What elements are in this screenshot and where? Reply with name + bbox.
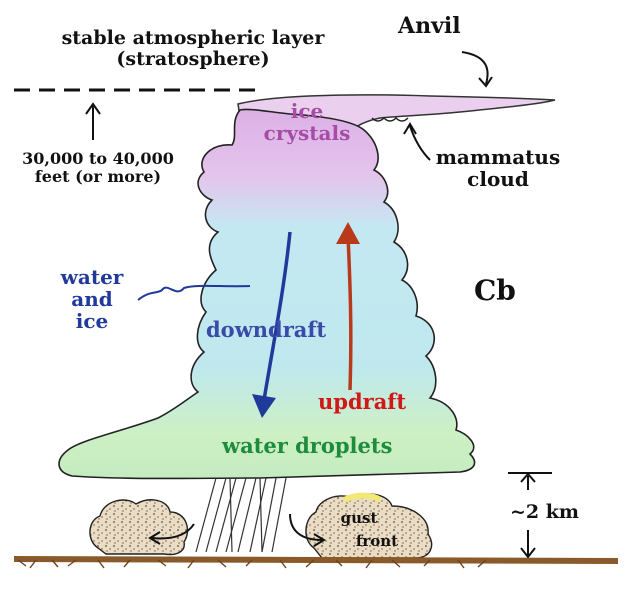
stable-layer-label: stable atmospheric layer (stratosphere): [48, 28, 338, 70]
water-droplets-label: water droplets: [222, 433, 393, 458]
ice-crystals-label: ice crystals: [252, 100, 362, 144]
water-ice-label: water and ice: [54, 266, 130, 332]
mammatus-bumps: [371, 117, 409, 122]
downdraft-arrow: [252, 231, 292, 418]
cumulonimbus-cloud: [58, 108, 476, 480]
water-ice-line1: water: [60, 265, 124, 289]
downdraft-label: downdraft: [206, 317, 327, 342]
gust-front-line1: gust: [340, 509, 378, 527]
height-label: 30,000 to 40,000 feet (or more): [18, 150, 178, 185]
rain-shaft: [195, 477, 287, 553]
updraft-label: updraft: [318, 389, 407, 414]
cb-label: Cb: [474, 274, 516, 307]
stable-layer-line1: stable atmospheric layer: [61, 27, 325, 49]
ice-crystals-line2: crystals: [263, 121, 351, 145]
mammatus-arrow: [409, 125, 431, 161]
height-line1: 30,000 to 40,000: [22, 149, 174, 168]
gust-front-cloud: [305, 493, 433, 559]
ice-crystals-line1: ice: [290, 99, 324, 123]
mammatus-label: mammatus cloud: [428, 146, 568, 190]
gust-front-line2: front: [355, 531, 399, 550]
water-ice-line3: ice: [75, 309, 109, 333]
left-outflow-arrow: [151, 523, 195, 540]
mammatus-line1: mammatus: [435, 145, 561, 169]
water-ice-line2: and: [71, 287, 113, 311]
cloud-base-marker: [508, 472, 552, 559]
stable-layer-line2: (stratosphere): [116, 47, 270, 70]
gust-front-label: gust front: [326, 510, 406, 549]
mammatus-line2: cloud: [467, 167, 529, 191]
left-dust-cloud: [89, 499, 189, 556]
anvil-arrow: [461, 51, 489, 85]
gust-highlight: [342, 492, 382, 503]
updraft-arrow: [336, 222, 360, 391]
anvil-label: Anvil: [398, 13, 461, 39]
cloud-base-label: ~2 km: [510, 501, 580, 523]
ground: [14, 556, 618, 569]
height-arrow: [85, 102, 101, 140]
water-ice-pointer: [137, 284, 251, 301]
right-outflow-arrow: [289, 513, 323, 541]
height-line2: feet (or more): [34, 166, 162, 186]
